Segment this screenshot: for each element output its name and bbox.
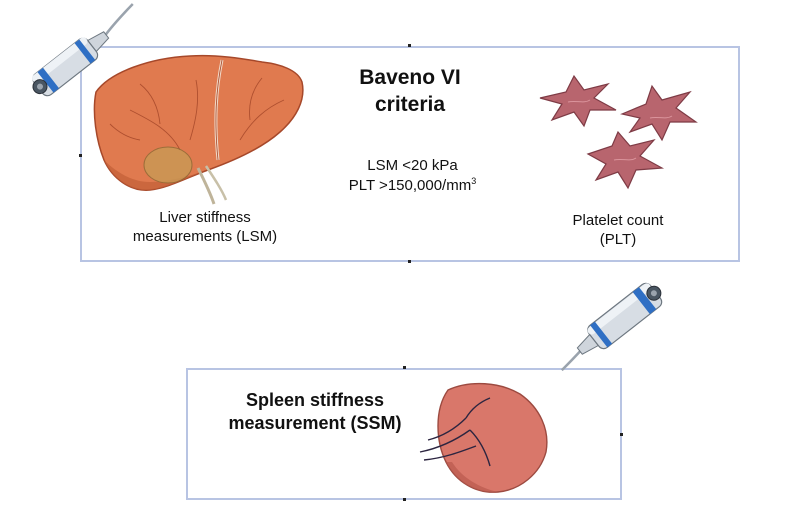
platelet-label-line-2: (PLT) — [599, 230, 637, 248]
top-box-tick-top — [408, 44, 411, 47]
spleen-label-line-1: Spleen stiffness — [245, 390, 385, 410]
plt-threshold-superscript: 3 — [471, 175, 477, 186]
criteria-thresholds: LSM <20 kPa PLT >150,000/mm3 — [300, 156, 525, 195]
liver-stiffness-label: Liver stiffness measurements (LSM) — [110, 209, 300, 247]
probe-icon — [560, 282, 663, 372]
bottom-box-tick-top — [403, 366, 406, 369]
top-box-tick-bottom — [408, 260, 411, 263]
lsm-threshold: LSM <20 kPa — [367, 157, 458, 174]
title-line-1: Baveno VI — [359, 66, 461, 89]
plt-threshold: PLT >150,000/mm3 — [300, 176, 525, 196]
platelet-label-line-1: Platelet count — [572, 212, 664, 229]
criteria-title: Baveno VI criteria — [320, 64, 500, 119]
top-box-tick-left — [79, 154, 82, 157]
plt-threshold-text: PLT >150,000/mm — [348, 176, 472, 194]
bottom-box-tick-right — [620, 433, 623, 436]
platelet-count-label: Platelet count (PLT) — [548, 212, 688, 250]
spleen-label-line-2: measurement (SSM) — [228, 413, 402, 434]
spleen-stiffness-label: Spleen stiffness measurement (SSM) — [220, 389, 410, 436]
liver-label-line-1: Liver stiffness — [159, 209, 251, 226]
title-line-2: criteria — [374, 93, 446, 117]
liver-label-line-2: measurements (LSM) — [132, 227, 278, 245]
bottom-box-tick-bottom — [403, 498, 406, 501]
